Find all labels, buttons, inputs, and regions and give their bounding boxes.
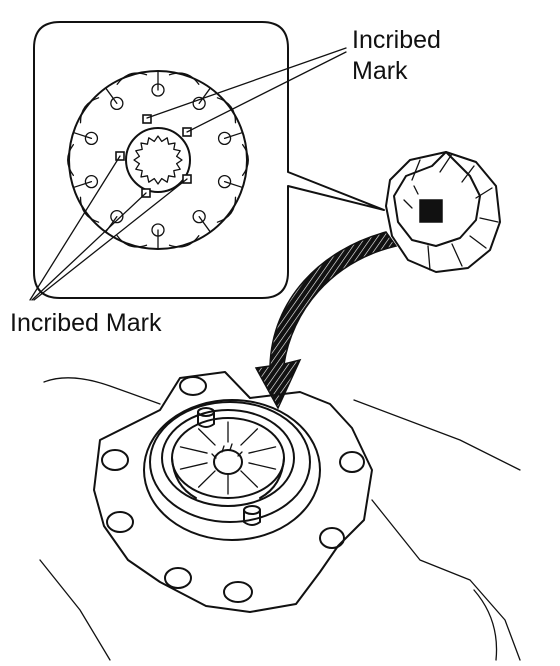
rotor-lobe bbox=[116, 235, 148, 248]
rotor-slot-end bbox=[217, 131, 232, 146]
rotor-slot bbox=[198, 88, 211, 105]
installed-rotor-slot bbox=[240, 470, 259, 488]
rotor-lobe bbox=[216, 196, 237, 223]
rotor-slot-end bbox=[110, 96, 124, 111]
installed-rotor-slot bbox=[240, 428, 259, 446]
rotor-slot-end bbox=[151, 223, 165, 237]
rotor-lobe bbox=[168, 72, 200, 85]
rotor-spline bbox=[133, 135, 183, 185]
installed-rotor-slot bbox=[248, 462, 277, 470]
rotor-slot bbox=[105, 88, 118, 105]
installed-rotor-slot bbox=[197, 428, 216, 446]
installed-rotor-slot bbox=[197, 470, 216, 488]
inscribed-mark bbox=[142, 114, 152, 124]
rotor-lobe bbox=[67, 143, 75, 177]
installed-rotor-slot bbox=[248, 446, 277, 454]
rotor-installed bbox=[171, 417, 285, 499]
install-direction-arrow bbox=[254, 231, 398, 410]
rotor-slot-end bbox=[151, 83, 165, 97]
rotor-slot bbox=[73, 180, 93, 188]
rotor-lobe bbox=[116, 72, 148, 85]
rotor-slot bbox=[223, 180, 243, 188]
dowel-pins bbox=[197, 407, 261, 526]
installed-rotor-slot bbox=[179, 462, 208, 470]
label-inscribed-mark-bottom: Incribed Mark bbox=[10, 309, 162, 337]
rotor-lobe bbox=[79, 97, 100, 124]
rotor-slot-end bbox=[192, 209, 206, 224]
callout-frame bbox=[33, 21, 385, 299]
rotor-isometric bbox=[385, 151, 501, 273]
rotor-slot bbox=[73, 132, 93, 140]
leader-lines bbox=[29, 47, 347, 301]
rotor-slot-end bbox=[84, 131, 99, 146]
rotor-slot-end bbox=[84, 174, 99, 189]
rotor-lobe bbox=[216, 97, 237, 124]
rotor-slot-end bbox=[110, 209, 124, 224]
rotor-lobe bbox=[168, 235, 200, 248]
pump-housing bbox=[39, 371, 521, 661]
rotor-lobe bbox=[241, 143, 249, 177]
label-inscribed-mark-top-line1: Incribed bbox=[352, 26, 441, 54]
label-inscribed-mark-top-line2: Mark bbox=[352, 57, 408, 85]
rotor-lobe bbox=[79, 196, 100, 223]
installed-rotor-slot bbox=[179, 446, 208, 454]
rotor-slot bbox=[223, 132, 243, 140]
rotor-slot-end bbox=[217, 174, 232, 189]
bolt-bosses bbox=[101, 376, 365, 603]
rotor-slot bbox=[198, 215, 211, 232]
rotor-slot-end bbox=[192, 96, 206, 111]
rotor-face-detail bbox=[67, 70, 249, 250]
